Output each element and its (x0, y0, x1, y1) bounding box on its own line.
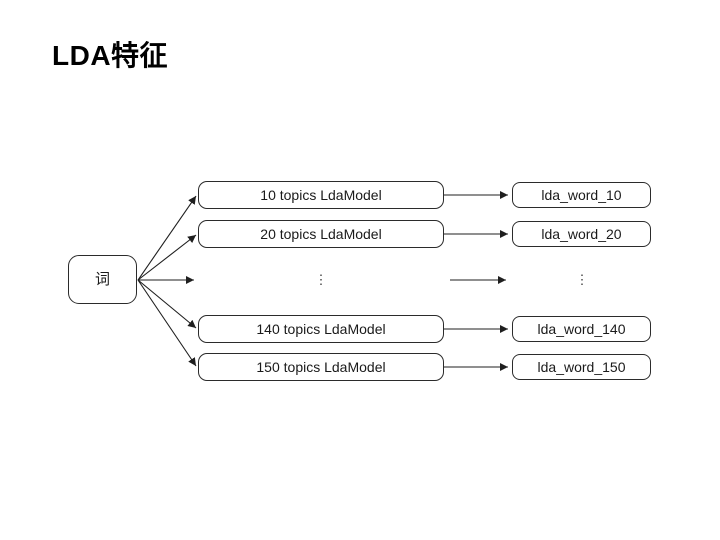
output-node-lda-word-10: lda_word_10 (512, 182, 651, 208)
output-node-label: lda_word_20 (541, 226, 622, 242)
ellipsis-outputs: ⋮ (575, 272, 589, 287)
source-node-label: 词 (94, 271, 110, 288)
source-node-word: 词 (68, 255, 137, 304)
model-node-label: 150 topics LdaModel (256, 359, 386, 375)
output-node-lda-word-150: lda_word_150 (512, 354, 651, 380)
output-node-lda-word-20: lda_word_20 (512, 221, 651, 247)
fan-arrow-row2 (137, 234, 197, 281)
fan-arrow-row4 (137, 279, 197, 329)
model-node-label: 20 topics LdaModel (260, 226, 382, 242)
model-node-10-topics: 10 topics LdaModel (198, 181, 444, 209)
output-node-label: lda_word_140 (537, 321, 626, 337)
model-node-label: 10 topics LdaModel (260, 187, 382, 203)
ellipsis-models: ⋮ (314, 272, 328, 287)
slide-title: LDA特征 (52, 40, 169, 71)
model-node-140-topics: 140 topics LdaModel (198, 315, 444, 343)
model-node-label: 140 topics LdaModel (256, 321, 386, 337)
fan-arrow-row5 (137, 279, 197, 367)
output-node-label: lda_word_150 (537, 359, 626, 375)
model-node-150-topics: 150 topics LdaModel (198, 353, 444, 381)
model-node-20-topics: 20 topics LdaModel (198, 220, 444, 248)
output-node-lda-word-140: lda_word_140 (512, 316, 651, 342)
fan-arrow-row1 (137, 195, 197, 281)
output-node-label: lda_word_10 (541, 187, 622, 203)
